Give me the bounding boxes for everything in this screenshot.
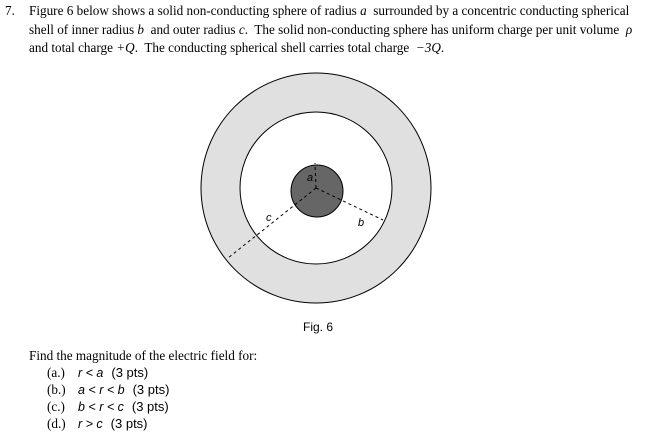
- problem-statement: Figure 6 below shows a solid non-conduct…: [29, 2, 651, 58]
- radius-a-line: [314, 162, 317, 189]
- statement-text: shell of inner radius: [29, 21, 138, 37]
- statement-line-2: shell of inner radius b and outer radius…: [29, 21, 651, 40]
- statement-text: and outer radius: [144, 21, 239, 37]
- question-label: (b.): [47, 382, 66, 397]
- question-condition: r > c (3 pts): [78, 415, 148, 433]
- statement-line-1: Figure 6 below shows a solid non-conduct…: [29, 2, 651, 21]
- statement-line-3: and total charge +Q. The conducting sphe…: [29, 39, 651, 58]
- statement-text: . The solid non-conducting sphere has un…: [244, 21, 626, 37]
- question-a: (a.) r < a (3 pts): [29, 364, 257, 381]
- questions-intro: Find the magnitude of the electric field…: [29, 348, 258, 363]
- question-label: (d.): [47, 416, 66, 431]
- label-c: c: [266, 212, 272, 224]
- question-label: (c.): [47, 399, 65, 414]
- non-conducting-sphere: [290, 164, 344, 218]
- condition-expr: r < a: [78, 366, 104, 380]
- question-condition: a < r < b (3 pts): [78, 381, 169, 399]
- question-d: (d.) r > c (3 pts): [29, 415, 257, 432]
- radius-b-line: [315, 187, 384, 221]
- label-a: a: [307, 172, 313, 184]
- variable-rho: ρ: [625, 21, 633, 37]
- statement-text: and total charge: [29, 40, 117, 55]
- variable-minus-3q: −3Q: [415, 40, 441, 55]
- points: (3 pts): [110, 416, 148, 431]
- question-condition: r < a (3 pts): [78, 364, 148, 382]
- figure-caption: Fig. 6: [302, 320, 333, 334]
- question-b: (b.) a < r < b (3 pts): [29, 381, 257, 398]
- problem-number: 7.: [5, 3, 15, 18]
- points: (3 pts): [132, 382, 170, 397]
- question-label: (a.): [47, 365, 65, 380]
- variable-plus-q: +Q: [116, 40, 135, 55]
- condition-expr: r > c: [78, 417, 103, 431]
- condition-expr: b < r < c: [78, 400, 124, 414]
- condition-expr: a < r < b: [78, 383, 125, 397]
- question-c: (c.) b < r < c (3 pts): [29, 398, 257, 415]
- variable-b: b: [137, 21, 144, 37]
- radius-c-line: [227, 187, 317, 259]
- statement-text: . The conducting spherical shell carries…: [134, 40, 416, 55]
- points: (3 pts): [111, 365, 149, 380]
- questions: Find the magnitude of the electric field…: [29, 347, 257, 432]
- question-condition: b < r < c (3 pts): [78, 398, 169, 416]
- points: (3 pts): [131, 399, 169, 414]
- statement-text: Figure 6 below shows a solid non-conduct…: [29, 3, 361, 18]
- statement-text: .: [440, 40, 445, 55]
- variable-a: a: [360, 3, 367, 18]
- statement-text: surrounded by a concentric conducting sp…: [366, 3, 630, 18]
- variable-c: c: [238, 21, 245, 37]
- label-b: b: [358, 217, 364, 229]
